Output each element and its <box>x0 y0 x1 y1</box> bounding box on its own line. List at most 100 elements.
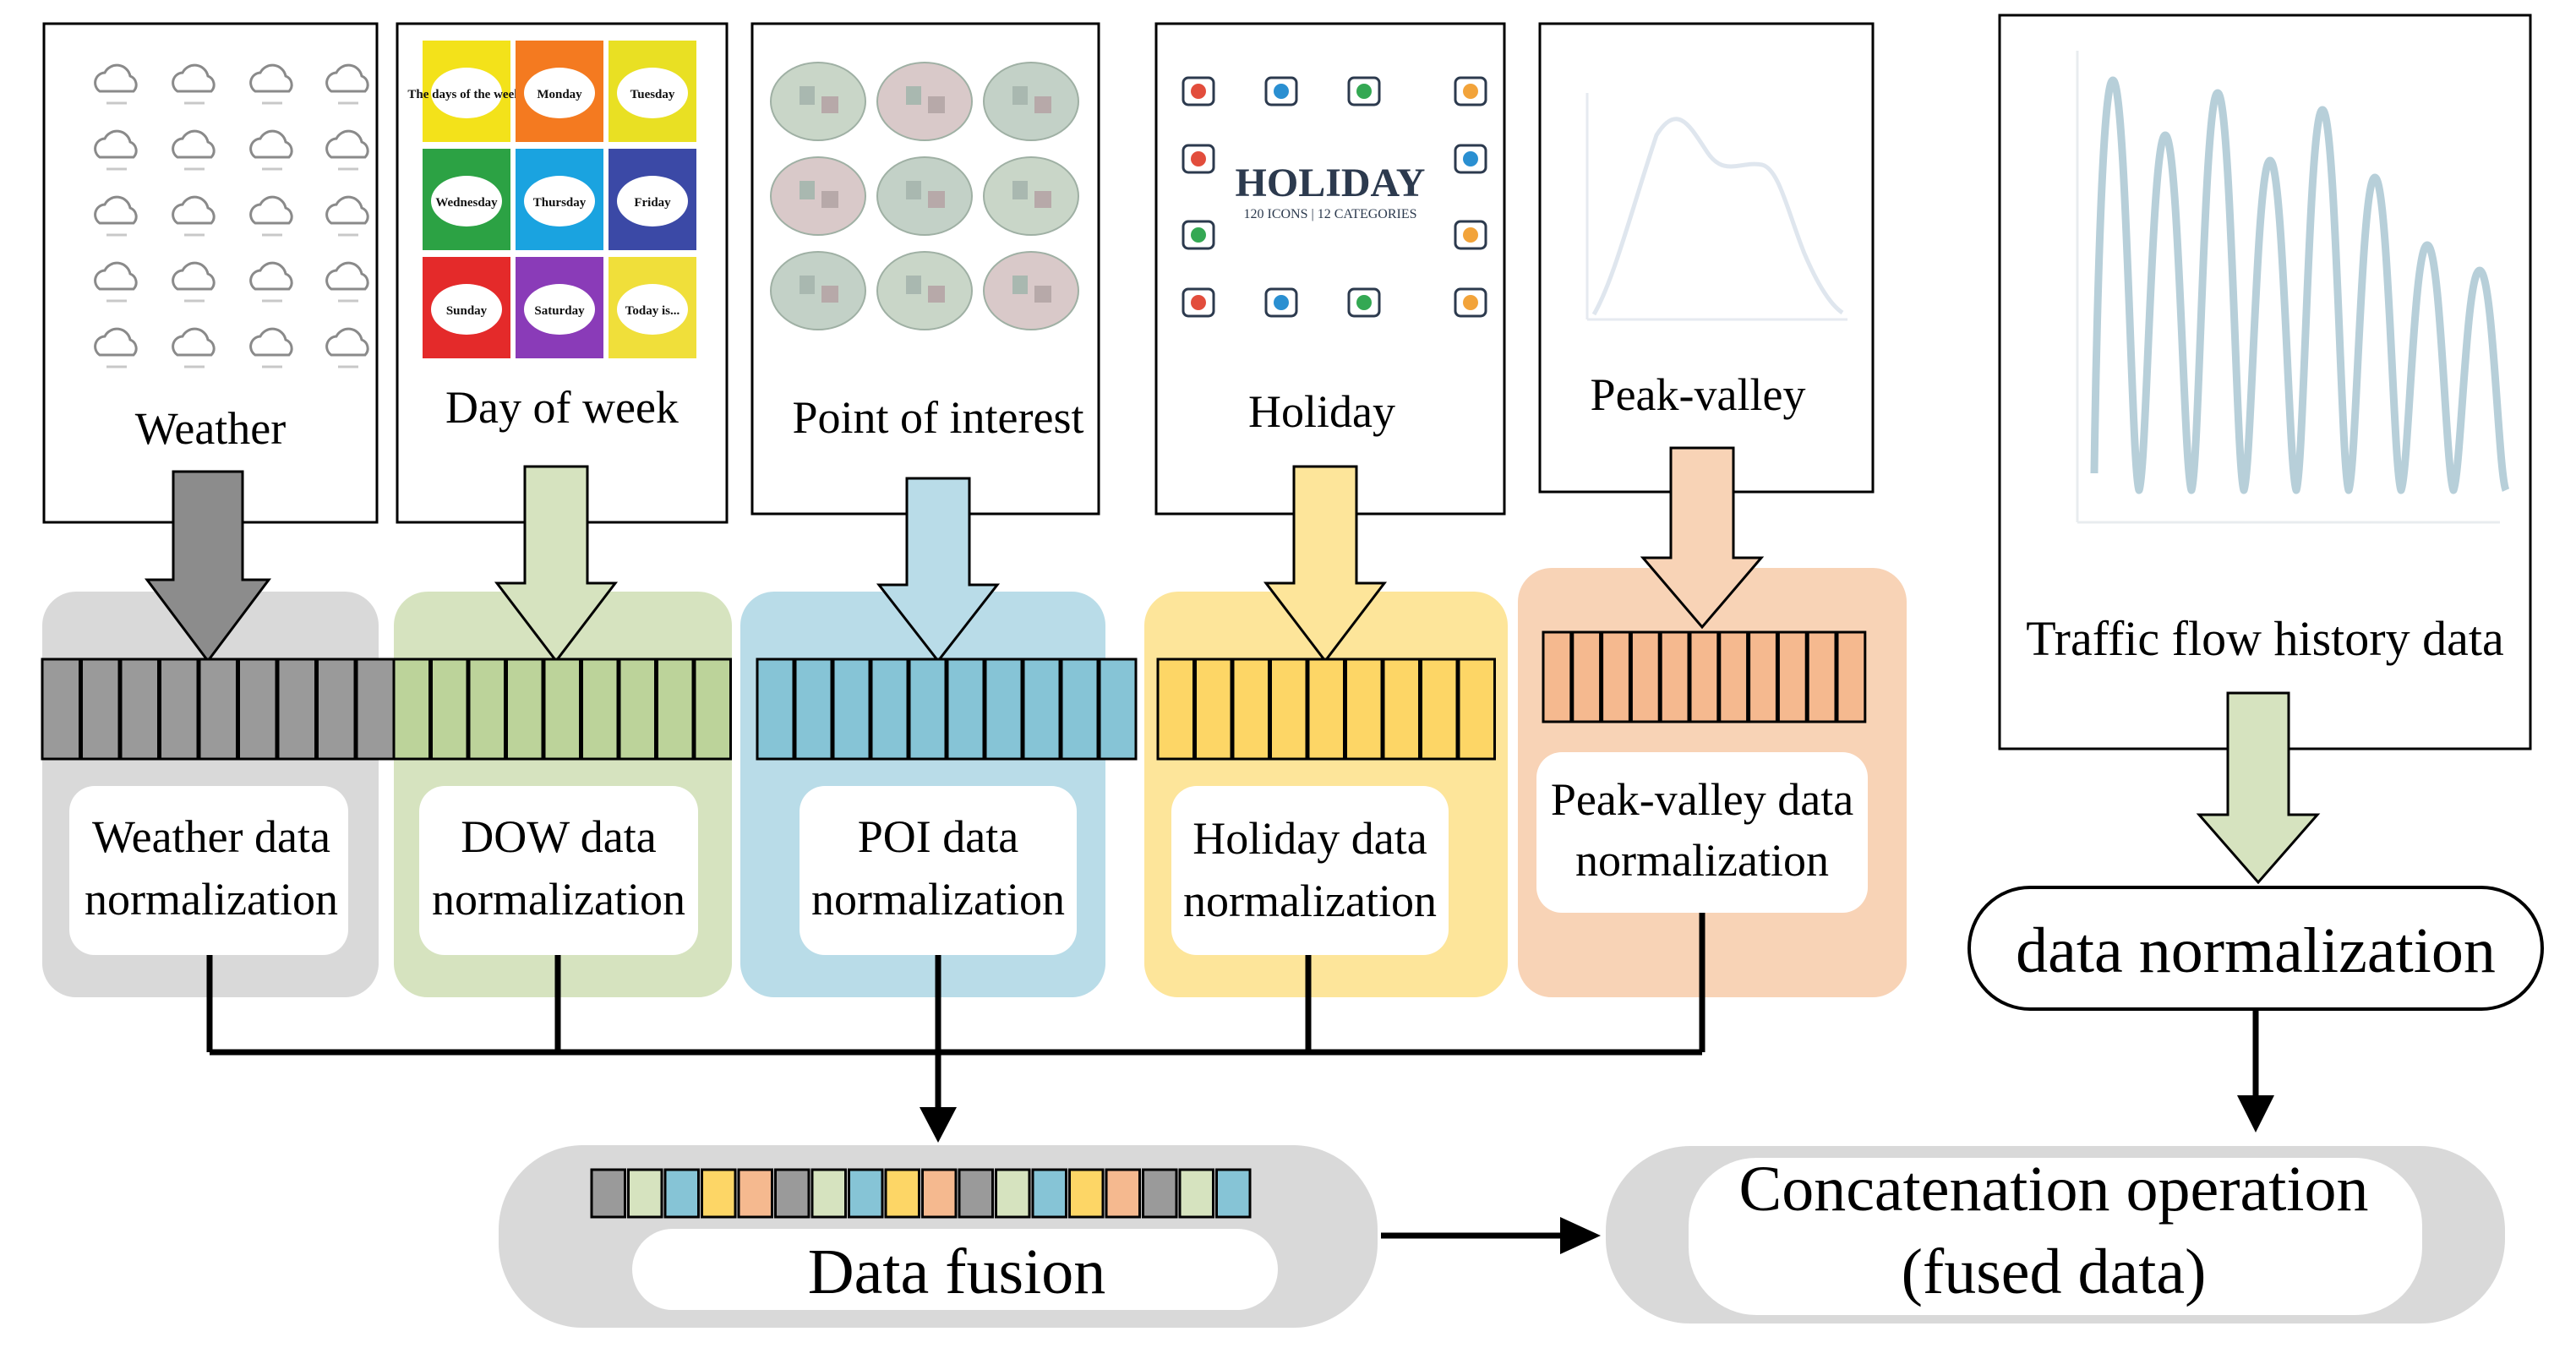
traffic-normalization-label: data normalization <box>2016 915 2496 986</box>
holiday-glyph-icon <box>1347 76 1381 106</box>
vector-cell <box>1689 630 1720 723</box>
peak-normalization-line1: Peak-valley data <box>1551 774 1853 825</box>
vector-cell <box>1194 658 1233 761</box>
poi-map-circle <box>770 251 866 330</box>
fusion-cell <box>848 1168 884 1219</box>
vector-cell <box>693 658 732 761</box>
concat-line1: Concatenation operation <box>1739 1154 2369 1225</box>
poi-down-arrow-icon <box>876 477 1001 663</box>
weather-glyph-icon <box>249 261 293 303</box>
dow-tile-label: Tuesday <box>630 88 675 101</box>
poi-map-circle <box>983 156 1079 236</box>
concat-line2: (fused data) <box>1902 1236 2207 1307</box>
weather-normalization-line1: Weather data <box>92 811 330 862</box>
arrow-to-fusion-icon <box>920 1107 957 1143</box>
fusion-cell <box>1142 1168 1178 1219</box>
vector-cell <box>1060 658 1100 761</box>
holiday-glyph-icon <box>1264 76 1298 106</box>
holiday-vector <box>1156 658 1496 761</box>
fusion-cell <box>774 1168 810 1219</box>
weather-down-arrow-icon <box>145 470 271 663</box>
down-arrows <box>145 446 2321 885</box>
weather-glyph-icon <box>172 195 216 237</box>
vector-cell <box>581 658 619 761</box>
vector-cell <box>1420 658 1459 761</box>
holiday-title: HOLIDAY <box>1236 161 1426 205</box>
weather-glyph-icon <box>325 129 369 171</box>
dow-tile: Today is... <box>609 257 696 358</box>
dow-tile: Thursday <box>516 149 603 250</box>
dow-tile: Saturday <box>516 257 603 358</box>
holiday-glyph-icon <box>1264 287 1298 318</box>
peak-image-box <box>1538 22 1875 494</box>
vector-cell <box>1776 630 1808 723</box>
dow-tile-label: Thursday <box>533 196 587 210</box>
fusion-cell <box>627 1168 663 1219</box>
vector-cell <box>430 658 469 761</box>
fusion-cell <box>590 1168 626 1219</box>
fusion-cell <box>995 1168 1031 1219</box>
dow-tile: Tuesday <box>609 41 696 142</box>
fusion-cell <box>737 1168 773 1219</box>
arrow-to-concat-top-icon <box>2237 1095 2274 1132</box>
dow-tile-label: Monday <box>537 88 582 101</box>
peak-normalization-line2: normalization <box>1575 835 1829 886</box>
weather-glyph-icon <box>325 195 369 237</box>
holiday-glyph-icon <box>1182 220 1215 250</box>
vector-cell <box>1542 630 1573 723</box>
fusion-cell <box>1068 1168 1105 1219</box>
weather-glyph-icon <box>172 63 216 105</box>
weather-glyph-icon <box>249 63 293 105</box>
dow-caption: Day of week <box>445 382 679 433</box>
vector-cell <box>1836 630 1867 723</box>
weather-glyph-icon <box>94 327 138 368</box>
vector-cell <box>198 658 238 761</box>
holiday-normalization: Holiday data normalization <box>1171 786 1449 955</box>
holiday-glyph-icon <box>1182 144 1215 174</box>
poi-map-circle <box>876 62 973 141</box>
holiday-glyph-icon <box>1454 76 1487 106</box>
holiday-down-arrow-icon <box>1263 465 1388 663</box>
weather-glyph-icon <box>94 63 138 105</box>
vector-cell <box>392 658 431 761</box>
weather-glyph-icon <box>172 327 216 368</box>
vector-cell <box>1307 658 1345 761</box>
vector-cell <box>984 658 1023 761</box>
vector-cell <box>908 658 947 761</box>
vector-cell <box>1571 630 1602 723</box>
weather-glyph-icon <box>94 195 138 237</box>
holiday-glyph-icon <box>1347 287 1381 318</box>
dow-normalization-line2: normalization <box>432 874 685 925</box>
vector-cell <box>832 658 871 761</box>
weather-glyph-icon <box>325 261 369 303</box>
poi-map-circle <box>983 62 1079 141</box>
fusion-cell <box>921 1168 958 1219</box>
fusion-cell <box>1031 1168 1067 1219</box>
vector-cell <box>467 658 506 761</box>
traffic-caption: Traffic flow history data <box>2026 611 2503 666</box>
holiday-normalization-line2: normalization <box>1183 876 1437 926</box>
vector-strips <box>41 630 1867 761</box>
poi-map-circle <box>983 251 1079 330</box>
concat-label-box <box>1689 1158 2422 1315</box>
vector-cell <box>543 658 581 761</box>
fusion-cell <box>701 1168 737 1219</box>
holiday-icons-grid <box>1182 76 1487 318</box>
fusion-cell <box>663 1168 700 1219</box>
weather-glyph-icon <box>249 129 293 171</box>
dow-tile-label: Sunday <box>446 304 488 318</box>
vector-cell <box>1629 630 1661 723</box>
vector-cell <box>1156 658 1195 761</box>
vector-cell <box>41 658 81 761</box>
vector-cell <box>756 658 795 761</box>
weather-glyph-icon <box>325 63 369 105</box>
vector-cell <box>946 658 985 761</box>
holiday-subtitle: 120 ICONS | 12 CATEGORIES <box>1244 207 1417 221</box>
dow-tile: The days of the week! <box>407 41 526 142</box>
arrow-to-concat-side-icon <box>1560 1217 1601 1254</box>
vector-cell <box>159 658 199 761</box>
holiday-caption: Holiday <box>1248 386 1395 437</box>
vector-cell <box>119 658 160 761</box>
